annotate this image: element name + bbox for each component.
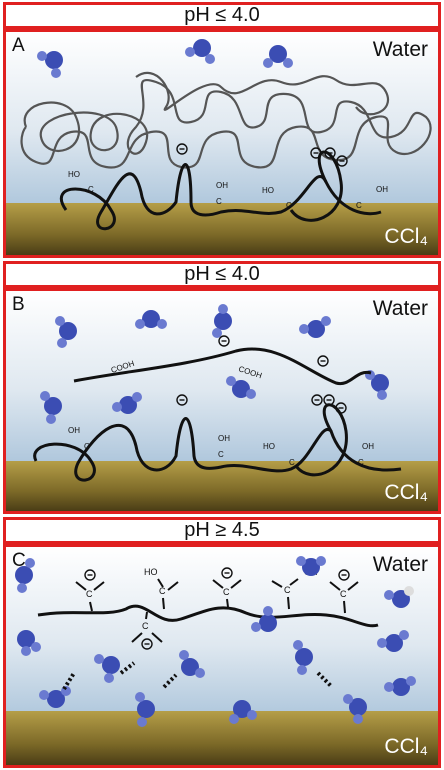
panel-b-condition: pH ≤ 4.0 [3, 261, 441, 288]
svg-text:C: C [356, 201, 362, 210]
svg-text:C: C [358, 458, 364, 467]
water-molecule [179, 650, 205, 678]
svg-text:OH: OH [68, 426, 80, 435]
hydrogen-bond [62, 661, 334, 691]
panel-c-frame: C HO C C C OH C C [3, 544, 441, 768]
carboxylic-acid-group: OH C OH C HO C OH C [68, 426, 374, 467]
svg-text:C: C [142, 621, 149, 631]
carboxylate-group: C HO C C C OH C C [86, 567, 347, 631]
water-molecule [37, 51, 63, 78]
carboxylate-anion [176, 143, 348, 167]
svg-text:C: C [216, 197, 222, 206]
water-molecule [17, 630, 41, 656]
water-molecule [55, 316, 77, 348]
svg-text:C: C [86, 589, 93, 599]
polymer-backbone [73, 347, 372, 386]
svg-text:COOH: COOH [237, 364, 263, 380]
svg-text:OH: OH [362, 442, 374, 451]
panel-b: COOH COOH OH C OH C HO C OH C [3, 288, 441, 514]
oil-phase-label: CCl₄ [384, 225, 428, 248]
water-molecule [39, 686, 71, 708]
coiled-polymer [135, 71, 390, 116]
water-molecule [365, 370, 389, 400]
panel-c-condition: pH ≥ 4.5 [3, 517, 441, 544]
svg-text:HO: HO [68, 170, 80, 179]
water-phase-label: Water [372, 297, 428, 320]
polymer-backbone [294, 403, 348, 477]
panel-letter: B [12, 294, 25, 315]
svg-text:C: C [223, 587, 230, 597]
panel-c-scene: C HO C C C OH C C [15, 556, 416, 727]
svg-text:C: C [289, 458, 295, 467]
polymer-backbone [33, 417, 402, 482]
svg-text:C: C [286, 201, 292, 210]
water-molecule [343, 694, 367, 724]
water-molecule [263, 45, 293, 68]
carboxylic-acid-group: HO C OH C HO C OH C [68, 170, 388, 210]
water-molecule [212, 304, 232, 338]
svg-text:OH: OH [218, 434, 230, 443]
water-molecule [185, 39, 215, 64]
water-molecule [299, 316, 331, 338]
polymer-backbone [59, 163, 382, 231]
svg-text:C: C [159, 586, 166, 596]
water-molecule [112, 392, 142, 414]
coiled-polymer [20, 79, 432, 169]
svg-text:C: C [218, 450, 224, 459]
panel-a-scene: HO C OH C HO C OH C [20, 39, 432, 231]
svg-text:C: C [84, 442, 90, 451]
water-molecule [15, 558, 35, 593]
water-molecule [226, 376, 256, 399]
water-molecule [384, 676, 416, 696]
svg-text:OH: OH [376, 185, 388, 194]
water-molecule [135, 692, 155, 727]
panel-a-condition: pH ≤ 4.0 [3, 2, 441, 29]
water-phase-label: Water [372, 553, 428, 576]
svg-text:C: C [284, 585, 291, 595]
water-molecule [377, 630, 409, 652]
water-molecule [229, 700, 257, 724]
polymer-backbone [289, 150, 343, 222]
panel-a: HO C OH C HO C OH C A Water CCl₄ [3, 29, 441, 258]
water-molecule [384, 586, 414, 608]
panel-c: C HO C C C OH C C [3, 544, 441, 768]
water-molecule [94, 654, 120, 683]
carboxylate-bonds [75, 578, 359, 643]
oil-phase-label: CCl₄ [384, 481, 428, 504]
panel-letter: A [12, 35, 25, 56]
oil-layer [6, 711, 438, 765]
panel-letter: C [12, 550, 26, 571]
water-molecule [135, 310, 167, 329]
panel-b-scene: COOH COOH OH C OH C HO C OH C [33, 304, 402, 482]
svg-text:C: C [340, 589, 347, 599]
oil-phase-label: CCl₄ [384, 735, 428, 758]
panel-b-frame: COOH COOH OH C OH C HO C OH C [3, 288, 441, 514]
water-molecule [40, 391, 62, 424]
carboxylate-anion [176, 335, 347, 414]
water-molecule [293, 640, 313, 675]
panel-a-frame: HO C OH C HO C OH C A Water CCl₄ [3, 29, 441, 258]
water-phase-label: Water [372, 38, 428, 61]
oil-layer [6, 461, 438, 511]
carboxylate-anion [84, 567, 350, 650]
polymer-backbone [37, 604, 379, 628]
svg-text:HO: HO [144, 567, 158, 577]
svg-text:OH: OH [216, 181, 228, 190]
svg-text:HO: HO [262, 186, 274, 195]
water-molecule [296, 556, 326, 576]
svg-text:HO: HO [263, 442, 275, 451]
water-molecule [251, 606, 277, 632]
svg-text:C: C [88, 185, 94, 194]
